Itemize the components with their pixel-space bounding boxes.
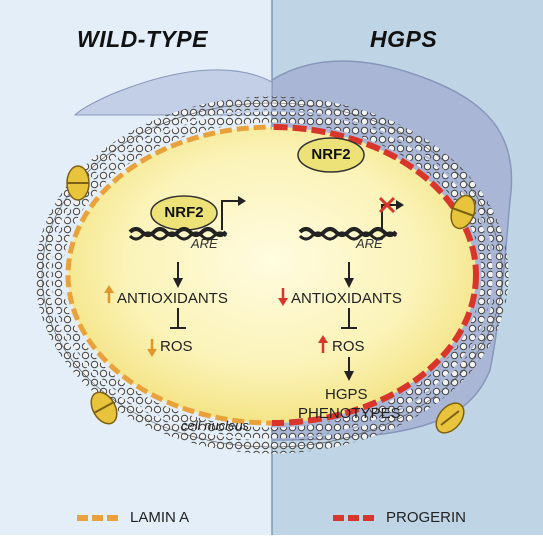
up-arrowhead-right	[318, 335, 328, 343]
nuclear-pore-left-lower	[90, 391, 118, 425]
hgps-phenotype-line2: PHENOTYPES	[298, 405, 401, 422]
up-arrowhead-left	[104, 285, 114, 293]
nrf2-label-left: NRF2	[164, 204, 204, 221]
tss-arrow-right	[381, 204, 400, 230]
tss-arrow-left	[221, 200, 242, 230]
tss-arrowhead-left	[238, 196, 246, 206]
are-label-left: ARE	[191, 236, 218, 251]
down-arrowhead-right	[278, 298, 288, 306]
ros-label-right: ROS	[332, 338, 365, 355]
cell-nucleus-label: cell nucleus	[181, 418, 249, 433]
nuclear-envelope-outer-line	[41, 102, 503, 448]
hgps-title: HGPS	[370, 26, 438, 52]
blocked-x-icon	[378, 196, 396, 214]
antioxidants-label-right: ANTIOXIDANTS	[291, 290, 402, 307]
down-arrowhead-left	[147, 349, 157, 357]
dna-strand-left-2	[128, 231, 228, 241]
nuclear-pore-right-upper	[450, 194, 476, 230]
nuclear-envelope-inner	[51, 111, 493, 439]
dna-strand-right-2	[298, 231, 398, 241]
legend-progerin-label: PROGERIN	[386, 509, 467, 526]
nuclear-pore-right-lower	[435, 402, 465, 434]
tss-arrowhead-right	[396, 200, 404, 210]
progerin-lamina	[272, 124, 479, 426]
hgps-phenotype-line1: HGPS	[325, 386, 368, 403]
legend-lamin-label: LAMIN A	[130, 509, 190, 526]
nrf2-label-right: NRF2	[311, 146, 351, 163]
antioxidants-label-left: ANTIOXIDANTS	[117, 290, 228, 307]
nrf2-oval-right	[297, 137, 365, 173]
ros-label-left: ROS	[160, 338, 193, 355]
are-label-right: ARE	[356, 236, 383, 251]
arrowhead-right-1	[344, 278, 354, 288]
arrowhead-right-2	[344, 371, 354, 381]
wild-type-title: WILD-TYPE	[77, 26, 208, 52]
nuclear-pore-left-upper	[66, 165, 90, 201]
arrowhead-left-1	[173, 278, 183, 288]
